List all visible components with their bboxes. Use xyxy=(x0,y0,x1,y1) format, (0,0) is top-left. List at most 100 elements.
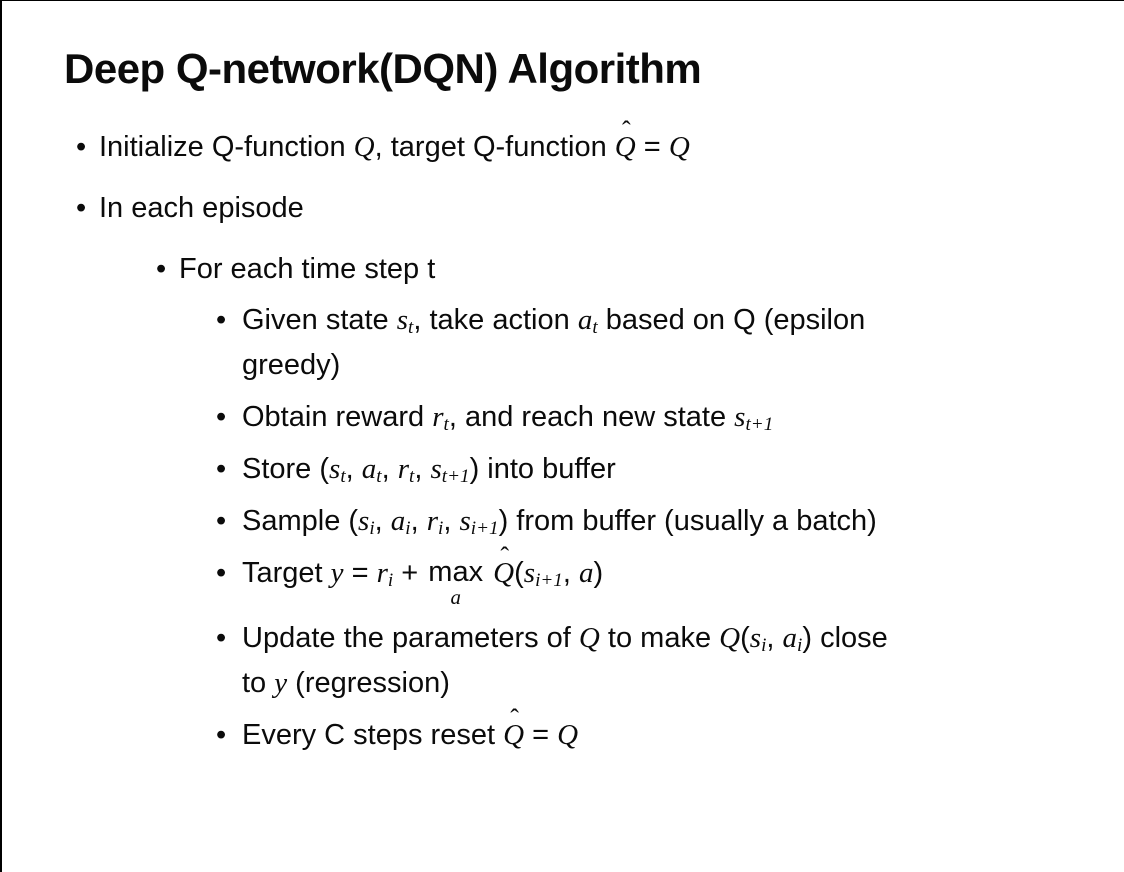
bullet-item: •Update the parameters of Q to make Q(si… xyxy=(2,616,1124,706)
slide-title: Deep Q-network(DQN) Algorithm xyxy=(64,45,702,92)
math-var: s xyxy=(396,303,409,336)
text-run: Given state xyxy=(242,303,397,336)
math-var: y xyxy=(274,666,288,699)
text-run: to make xyxy=(599,622,720,655)
math-subscript: t xyxy=(376,465,382,487)
math-var: s xyxy=(523,556,536,589)
bullet-item: •Store (st, at, rt, st+1) into buffer xyxy=(2,447,1124,492)
text-run: ( xyxy=(740,622,750,655)
math-var: r xyxy=(376,556,388,589)
bullet-marker: • xyxy=(216,504,227,537)
bullet-marker: • xyxy=(216,452,227,485)
text-run: , xyxy=(562,556,579,589)
hat-accent: ˆ xyxy=(510,704,519,734)
math-subscript: i+1 xyxy=(535,569,563,591)
text-run: , and reach new state xyxy=(448,400,735,433)
text-run: , xyxy=(381,452,398,485)
text-run: , xyxy=(345,452,362,485)
bullet-item: • Sample (si, ai, ri, si+1) from buffer (… xyxy=(2,499,1124,544)
text-run: Every C steps reset xyxy=(242,718,504,751)
text-run: Initialize Q-function xyxy=(99,131,354,163)
text-run: (regression) xyxy=(287,666,450,699)
math-var: r xyxy=(397,452,410,485)
bullet-item: • In each episode xyxy=(2,186,1124,231)
operator-under-var: a xyxy=(450,585,461,610)
text-run xyxy=(485,557,493,589)
bullet-marker: • xyxy=(76,131,87,163)
math-subscript: i xyxy=(797,635,803,657)
bullet-marker: • xyxy=(216,556,227,589)
math-var: a xyxy=(361,452,377,485)
text-run: Target xyxy=(242,556,331,589)
math-var: Q xyxy=(668,131,690,163)
bullet-marker: • xyxy=(216,718,227,751)
text-run: , xyxy=(443,504,460,537)
text-run: ( xyxy=(514,556,524,589)
math-subscript: t xyxy=(408,317,414,339)
math-var: Q xyxy=(503,718,525,751)
math-var: s xyxy=(430,452,442,485)
math-var: r xyxy=(426,504,439,537)
math-var: a xyxy=(782,622,798,655)
math-var: s xyxy=(459,504,471,537)
text-run: Store ( xyxy=(242,452,330,485)
text-run: ) xyxy=(593,556,604,589)
text-run: Obtain reward xyxy=(242,400,433,433)
hat-accent: ˆ xyxy=(500,541,510,571)
bullet-text: Store (st, at, rt, st+1) into buffer xyxy=(242,447,616,492)
text-run: For each time step t xyxy=(179,252,436,285)
math-var: a xyxy=(579,556,594,589)
math-var: s xyxy=(734,400,746,433)
bullet-text: Sample (si, ai, ri, si+1) from buffer (u… xyxy=(242,499,877,544)
math-var: s xyxy=(358,504,370,537)
bullet-marker: • xyxy=(76,191,87,224)
text-run: , xyxy=(766,622,783,655)
math-var: Q xyxy=(614,131,636,163)
text-run: = xyxy=(635,131,669,163)
bullet-item: •For each time step t xyxy=(2,247,1124,292)
math-subscript: i xyxy=(405,517,411,539)
math-subscript: i xyxy=(438,517,444,539)
text-run: ) into buffer xyxy=(469,452,616,485)
math-subscript: t xyxy=(443,413,449,435)
bullet-marker: • xyxy=(216,400,227,433)
hat-accent: ˆ xyxy=(621,116,631,146)
math-var: a xyxy=(577,303,593,336)
bullet-text: For each time step t xyxy=(179,247,435,292)
text-run: ) from buffer (usually a batch) xyxy=(498,504,877,537)
math-var: a xyxy=(390,504,406,537)
bullet-text: Initialize Q-function Q, target Q-functi… xyxy=(99,116,690,170)
text-run: , xyxy=(414,452,431,485)
text-run: Update the parameters of xyxy=(242,622,579,655)
math-subscript: i+1 xyxy=(470,517,499,539)
text-run: based on Q (epsilon xyxy=(597,303,866,336)
bullet-item: •Given state st, take action at based on… xyxy=(2,298,1124,388)
text-run: = xyxy=(524,718,558,751)
bullet-list: • Initialize Q-function Q, target Q-funct… xyxy=(2,116,1124,758)
bullet-item: •Obtain reward rt, and reach new state s… xyxy=(2,395,1124,440)
math-var: s xyxy=(749,622,762,655)
bullet-marker: • xyxy=(216,622,227,655)
bullet-text: In each episode xyxy=(99,186,304,231)
text-run: to xyxy=(242,666,275,699)
text-run: = xyxy=(343,556,377,589)
bullet-marker: • xyxy=(216,303,227,336)
text-run: greedy) xyxy=(242,348,341,381)
bullet-text: Obtain reward rt, and reach new state st… xyxy=(242,395,773,440)
math-subscript: i xyxy=(369,517,375,539)
math-var: Q xyxy=(493,556,515,589)
math-var: s xyxy=(329,452,341,485)
operator-name: max xyxy=(428,555,484,588)
math-subscript: i xyxy=(387,569,394,591)
bullet-text: Given state st, take action at based on … xyxy=(242,298,865,388)
math-var: y xyxy=(330,556,344,589)
math-var: Q xyxy=(557,718,579,751)
